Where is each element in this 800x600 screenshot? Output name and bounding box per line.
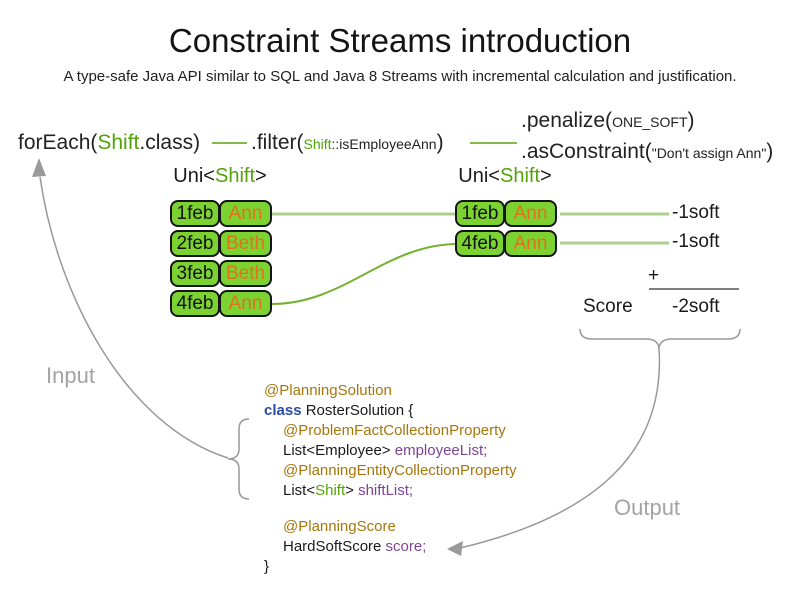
java-keyword: class	[264, 402, 302, 419]
connector-curve-4feb	[271, 243, 459, 305]
foreach-call: forEach(	[18, 131, 98, 154]
penalize-block: .penalize(ONE_SOFT) .asConstraint("Don't…	[521, 106, 773, 168]
java-type-shift: Shift	[315, 482, 346, 499]
employee-cell: Beth	[219, 260, 272, 287]
type-param: Shift	[499, 165, 541, 187]
filter-class-arg: Shift	[303, 136, 332, 152]
java-field: employeeList;	[394, 442, 488, 459]
java-field: shiftList;	[358, 482, 414, 499]
filter-expression: .filter(Shift::isEmployeeAnn)	[251, 131, 444, 155]
java-plain: List<Employee>	[283, 442, 395, 459]
code-line: @PlanningSolution	[264, 381, 517, 401]
employee-cell: Beth	[219, 230, 272, 257]
penalize-call: .penalize(	[521, 109, 613, 132]
asconstraint-arg: "Don't assign Ann"	[651, 145, 767, 161]
java-annotation: @PlanningSolution	[264, 382, 392, 399]
code-brace	[227, 418, 250, 500]
date-cell: 1feb	[455, 200, 505, 227]
java-field: score;	[385, 538, 427, 555]
shift-table-right: 1feb Ann 4feb Ann	[455, 200, 557, 260]
filter-method-ref: ::isEmployeeAnn	[331, 136, 437, 152]
date-cell: 3feb	[170, 260, 220, 287]
score-brace	[579, 328, 741, 349]
code-block: @PlanningSolution class RosterSolution {…	[264, 381, 517, 577]
penalize-expression: .penalize(ONE_SOFT)	[521, 106, 773, 137]
java-plain: List<	[283, 482, 316, 499]
table-row: 2feb Beth	[170, 230, 272, 257]
date-cell: 4feb	[170, 290, 220, 317]
code-line: class RosterSolution {	[264, 401, 517, 421]
code-line: List<Shift> shiftList;	[264, 481, 517, 501]
code-blank-line	[264, 501, 517, 517]
date-cell: 4feb	[455, 230, 505, 257]
type-prefix: Uni<	[173, 165, 215, 187]
java-plain: RosterSolution {	[301, 402, 414, 419]
date-cell: 2feb	[170, 230, 220, 257]
java-annotation: @PlanningEntityCollectionProperty	[283, 462, 517, 479]
score-label: Score	[583, 296, 633, 317]
foreach-expression: forEach(Shift.class)	[18, 131, 200, 155]
penalty-label-2: -1soft	[672, 231, 720, 252]
left-stream-type-label: Uni<Shift>	[170, 165, 270, 188]
type-param: Shift	[214, 165, 256, 187]
page-subtitle: A type-safe Java API similar to SQL and …	[63, 68, 737, 85]
penalize-arg: ONE_SOFT	[612, 114, 688, 130]
asconstraint-call: .asConstraint(	[521, 140, 652, 163]
filter-close: )	[436, 131, 444, 154]
input-label: Input	[46, 363, 95, 388]
foreach-class-arg: Shift	[97, 131, 140, 154]
date-cell: 1feb	[170, 200, 220, 227]
java-plain: HardSoftScore	[283, 538, 386, 555]
input-arrowhead-icon	[32, 158, 46, 177]
java-plain: >	[345, 482, 359, 499]
right-stream-type-label: Uni<Shift>	[452, 165, 558, 188]
code-line: HardSoftScore score;	[264, 537, 517, 557]
penalty-label-1: -1soft	[672, 202, 720, 223]
score-value: -2soft	[672, 296, 720, 317]
output-label: Output	[614, 495, 681, 520]
shift-table-left: 1feb Ann 2feb Beth 3feb Beth 4feb Ann	[170, 200, 272, 320]
asconstraint-expression: .asConstraint("Don't assign Ann")	[521, 137, 773, 168]
penalize-close: )	[687, 109, 695, 132]
page-title: Constraint Streams introduction	[168, 22, 632, 59]
table-row: 1feb Ann	[455, 200, 557, 227]
code-line: }	[264, 557, 517, 577]
code-line: @PlanningScore	[264, 517, 517, 537]
employee-cell: Ann	[504, 230, 557, 257]
code-line: List<Employee> employeeList;	[264, 441, 517, 461]
code-line: @ProblemFactCollectionProperty	[264, 421, 517, 441]
type-suffix: >	[540, 165, 552, 187]
foreach-tail: .class)	[139, 131, 201, 154]
type-suffix: >	[255, 165, 267, 187]
table-row: 3feb Beth	[170, 260, 272, 287]
filter-call: .filter(	[251, 131, 304, 154]
employee-cell: Ann	[219, 200, 272, 227]
table-row: 1feb Ann	[170, 200, 272, 227]
java-annotation: @ProblemFactCollectionProperty	[283, 422, 506, 439]
java-annotation: @PlanningScore	[283, 518, 396, 535]
employee-cell: Ann	[219, 290, 272, 317]
score-plus-sign: +	[648, 265, 660, 286]
type-prefix: Uni<	[458, 165, 500, 187]
java-plain: }	[264, 558, 270, 575]
table-row: 4feb Ann	[455, 230, 557, 257]
table-row: 4feb Ann	[170, 290, 272, 317]
employee-cell: Ann	[504, 200, 557, 227]
asconstraint-close: )	[766, 140, 774, 163]
code-line: @PlanningEntityCollectionProperty	[264, 461, 517, 481]
